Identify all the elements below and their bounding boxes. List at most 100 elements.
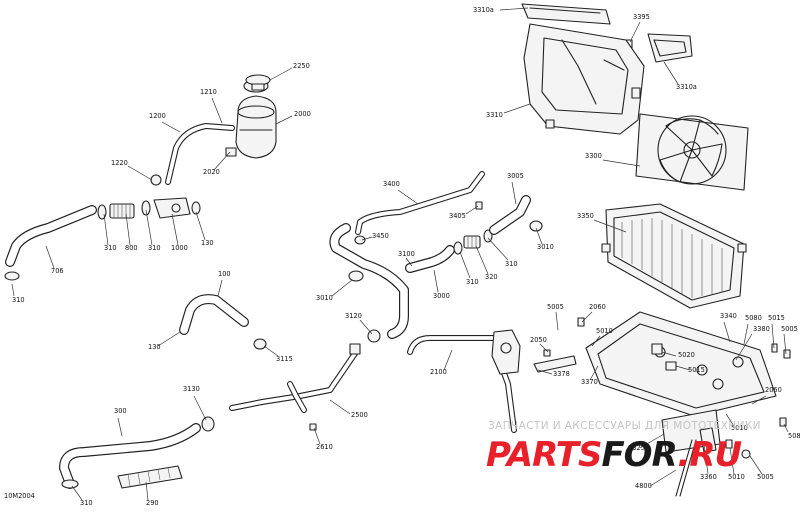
leader-line-3400 <box>397 189 419 205</box>
leader-line-2000 <box>275 115 293 125</box>
callout-706: 706 <box>51 267 64 275</box>
leader-line-3370 <box>589 365 599 381</box>
leader-line-3005 <box>511 181 517 205</box>
callout-3310: 3310 <box>486 111 503 119</box>
leader-line-2060 <box>581 311 593 323</box>
coolant-pipe-2500 <box>229 343 361 413</box>
leader-line-2500 <box>329 399 351 415</box>
mount-5015 <box>665 361 677 371</box>
rod-4800 <box>675 439 697 497</box>
watermark-brand-dark: FOR <box>601 435 677 475</box>
leader-line-4800 <box>649 469 677 487</box>
bolt-2610 <box>309 423 317 431</box>
leader-line-310-c <box>487 237 509 261</box>
leader-line-3350 <box>593 219 627 233</box>
leader-line-3000 <box>433 269 439 293</box>
callout-3310a-right: 3310a <box>676 83 697 91</box>
hose-1200 <box>165 123 235 185</box>
leader-line-130-a <box>195 211 206 241</box>
watermark: ЗАПЧАСТИ И АКСЕССУАРЫ ДЛЯ МОТОТЕХНИКИ PA… <box>486 420 761 475</box>
callout-3325: 3325 <box>628 444 645 452</box>
callout-1000: 1000 <box>171 244 188 252</box>
callout-5005-b: 5005 <box>781 325 798 333</box>
leader-line-5005-b <box>783 333 787 355</box>
leader-line-3310a-top <box>499 7 529 11</box>
leader-line-3010-right <box>535 227 543 245</box>
leader-line-310-b <box>145 209 153 246</box>
duct-seal-3310a <box>647 33 693 63</box>
leader-line-3310 <box>503 103 531 114</box>
callout-3005: 3005 <box>507 172 524 180</box>
bolt-5005 <box>783 349 791 359</box>
callout-3395: 3395 <box>633 13 650 21</box>
leader-line-3340 <box>723 321 731 343</box>
leader-line-1200 <box>161 121 181 133</box>
clamp-3450 <box>354 235 366 245</box>
leader-line-100 <box>217 279 223 297</box>
leader-line-5010-b <box>725 413 735 427</box>
leader-line-1220 <box>127 165 153 181</box>
clamp-310-e <box>4 271 20 281</box>
leader-line-5005-c <box>749 455 763 475</box>
clamp-3010-left <box>348 270 364 282</box>
leader-line-706 <box>45 245 55 269</box>
callout-130-b: 130 <box>148 343 161 351</box>
callout-3000: 3000 <box>433 292 450 300</box>
bolt-5010 <box>725 439 733 449</box>
callout-3380: 3380 <box>753 325 770 333</box>
leader-line-5020 <box>661 351 677 357</box>
leader-line-310-d <box>459 251 471 279</box>
callout-4800: 4800 <box>635 482 652 490</box>
callout-310-f: 310 <box>80 499 93 507</box>
leader-line-2020 <box>213 151 231 171</box>
callout-3100: 3100 <box>398 250 415 258</box>
callout-3010-left: 3010 <box>316 294 333 302</box>
leader-line-3115 <box>263 345 279 357</box>
leader-line-290 <box>145 481 149 501</box>
bolt-5015-b <box>771 343 778 353</box>
bolt-2050 <box>543 349 551 357</box>
protective-sleeve-290 <box>117 465 183 489</box>
leader-line-5015-b <box>675 365 691 371</box>
leader-line-1000 <box>171 213 179 246</box>
callout-2050: 2050 <box>530 336 547 344</box>
bolt-5080 <box>779 417 787 427</box>
leader-line-5005-a <box>555 311 559 331</box>
clamp-310-a <box>97 204 107 220</box>
leader-line-3300 <box>602 159 641 167</box>
callout-3300: 3300 <box>585 152 602 160</box>
leader-line-5080-b <box>783 423 789 433</box>
leader-line-3380 <box>735 333 753 361</box>
callout-310-b: 310 <box>148 244 161 252</box>
callout-5005-a: 5005 <box>547 303 564 311</box>
bracket-3378 <box>533 355 577 373</box>
callout-3310a-top: 3310a <box>473 6 494 14</box>
leader-line-800 <box>125 213 131 246</box>
callout-3405: 3405 <box>449 212 466 220</box>
fitting-2020 <box>225 147 237 157</box>
thermostat-housing <box>491 329 521 375</box>
leader-line-5010-c <box>729 447 735 475</box>
callout-290: 290 <box>146 499 159 507</box>
leader-line-310-f <box>71 485 83 501</box>
callout-5020: 5020 <box>678 351 695 359</box>
hose-3400 <box>355 171 485 235</box>
callout-310-c: 310 <box>505 260 518 268</box>
leader-line-310-e <box>11 283 15 297</box>
callout-3115: 3115 <box>276 355 293 363</box>
diagram-id: 10M2004 <box>4 492 35 500</box>
leader-line-5015 <box>771 323 775 349</box>
callout-5080: 5080 <box>745 314 762 322</box>
leader-line-1210 <box>211 97 223 124</box>
callout-5015: 5015 <box>768 314 785 322</box>
leader-line-2610 <box>313 427 321 445</box>
leader-line-3120 <box>359 319 373 335</box>
leader-line-3378 <box>537 369 553 375</box>
clamp-1220 <box>150 174 162 186</box>
leader-line-3395 <box>629 21 641 43</box>
leader-line-3450 <box>361 236 373 241</box>
watermark-brand-left: PARTS <box>486 435 601 475</box>
cooling-fan-3300 <box>635 113 749 191</box>
callout-130-a: 130 <box>201 239 214 247</box>
